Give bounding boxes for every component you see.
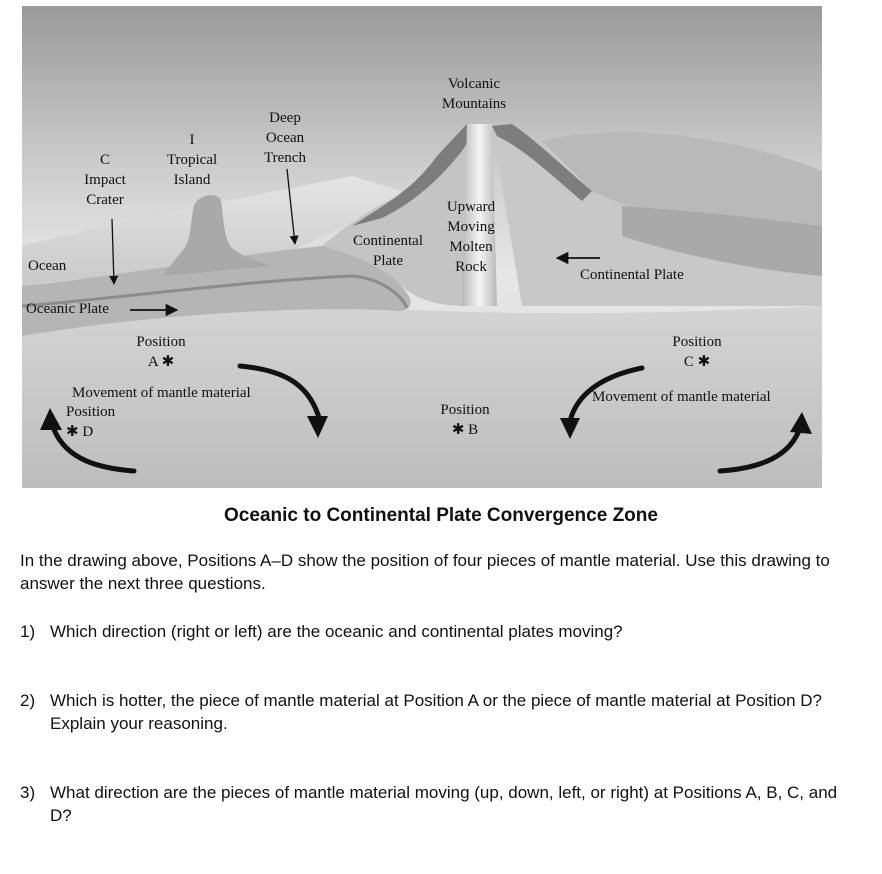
label-line: I	[189, 132, 195, 148]
molten-rock-plume	[462, 124, 497, 306]
volcanic-mountains-label: Volcanic Mountains	[424, 74, 524, 114]
question-number: 1)	[20, 622, 36, 641]
question-text: What direction are the pieces of mantle …	[50, 783, 838, 825]
label-line: Position	[672, 334, 722, 350]
crater-pointer-arrow	[109, 218, 119, 285]
label-line: Ocean	[265, 130, 305, 146]
mantle-arrowhead-down-left-cell	[307, 416, 328, 438]
mantle-movement-left-label: Movement of mantle material	[72, 385, 251, 401]
right-lake	[622, 206, 822, 276]
question-text: Which is hotter, the piece of mantle mat…	[50, 691, 823, 733]
label-line: Upward	[446, 199, 496, 215]
continental-plate-left-label: Continental Plate	[342, 231, 434, 271]
label-line: ✱ B	[451, 422, 479, 438]
position-a-label: Position A ✱	[126, 332, 196, 372]
mantle-arrowhead-up-left-cell	[40, 408, 62, 430]
ocean-label: Ocean	[28, 258, 67, 274]
label-line: ✱ D	[66, 424, 94, 440]
question-number: 3)	[20, 783, 36, 802]
label-line: Deep	[269, 110, 301, 126]
volcanic-mountain-right	[492, 124, 592, 201]
question-text: Which direction (right or left) are the …	[50, 622, 623, 641]
volcanic-mountain-left	[352, 124, 477, 226]
label-line: Moving	[447, 219, 495, 235]
label-line: Impact	[84, 172, 126, 188]
mantle-region	[22, 306, 822, 488]
deep-ocean-trench-label: Deep Ocean Trench	[250, 108, 320, 168]
upward-molten-rock-label: Upward Moving Molten Rock	[434, 197, 508, 277]
mantle-arrow-up-left-cell	[49, 421, 137, 474]
trench-pointer-arrow	[286, 168, 299, 245]
label-line: Tropical	[166, 152, 218, 168]
label-line: Plate	[373, 253, 403, 269]
label-line: Crater	[86, 192, 124, 208]
oceanic-plate-edge	[22, 274, 409, 309]
label-line: C	[99, 152, 110, 168]
label-line: A ✱	[147, 354, 175, 370]
mantle-arrow-up-right-cell	[717, 425, 803, 474]
intro-paragraph: In the drawing above, Positions A–D show…	[20, 551, 830, 593]
mantle-movement-right-label: Movement of mantle material	[592, 389, 771, 405]
label-line: Position	[440, 402, 490, 418]
label-line: Position	[66, 404, 116, 420]
label-line: Mountains	[441, 96, 507, 112]
oceanic-plate-shape	[22, 245, 411, 336]
tropical-island-shape	[162, 195, 272, 276]
label-line: C ✱	[683, 354, 711, 370]
oceanic-plate-label: Oceanic Plate	[26, 301, 109, 317]
position-b-label: Position ✱ B	[430, 400, 500, 440]
mantle-arrowhead-up-right-cell	[790, 412, 812, 434]
label-line: Volcanic	[447, 76, 501, 92]
position-d-label: Position ✱ D	[66, 402, 115, 442]
distant-mountains	[542, 131, 822, 246]
position-c-label: Position C ✱	[662, 332, 732, 372]
label-line: Rock	[455, 259, 487, 275]
label-line: Island	[173, 172, 211, 188]
label-line: Molten	[449, 239, 493, 255]
question-2: 2) Which is hotter, the piece of mantle …	[20, 689, 850, 735]
diagram-illustration	[22, 6, 822, 488]
label-line: Continental	[353, 233, 423, 249]
tropical-island-label: I Tropical Island	[155, 130, 229, 190]
mantle-arrow-down-left-cell	[237, 363, 323, 424]
label-line: Position	[136, 334, 186, 350]
mantle-arrow-down-right-cell	[567, 365, 645, 424]
question-number: 2)	[20, 691, 36, 710]
question-1: 1) Which direction (right or left) are t…	[20, 620, 850, 643]
figure-caption: Oceanic to Continental Plate Convergence…	[224, 505, 658, 526]
impact-crater-label: C Impact Crater	[70, 150, 140, 210]
continental-plate-right-label: Continental Plate	[580, 267, 684, 283]
label-line: Trench	[264, 150, 306, 166]
convergence-zone-diagram: Volcanic Mountains Deep Ocean Trench I T…	[22, 6, 822, 488]
question-3: 3) What direction are the pieces of mant…	[20, 781, 850, 827]
mantle-arrowhead-down-right-cell	[560, 418, 580, 439]
